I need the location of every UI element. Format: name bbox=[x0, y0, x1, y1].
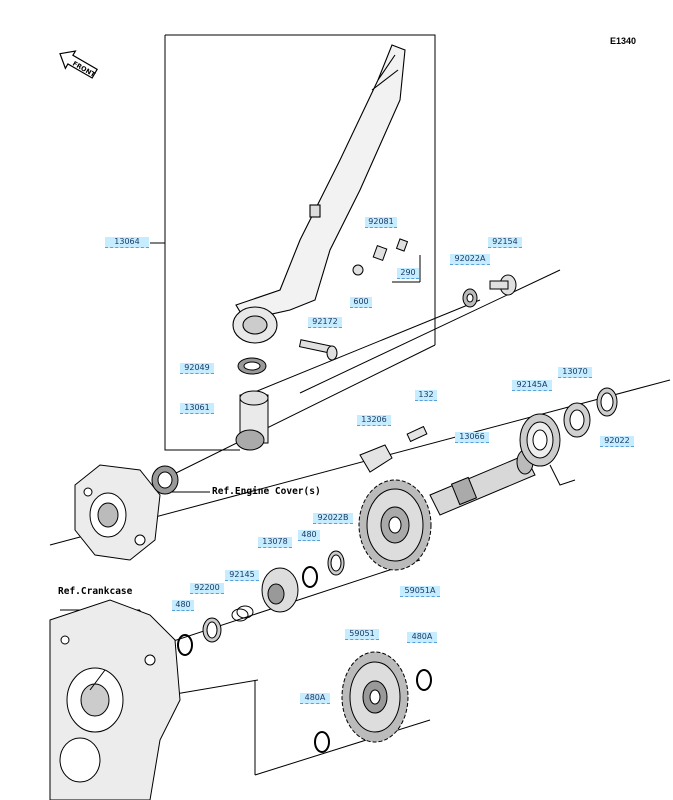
part-label-92145[interactable]: 92145 bbox=[225, 570, 259, 581]
spring-92145 bbox=[231, 605, 254, 622]
part-label-92022B[interactable]: 92022B bbox=[313, 513, 353, 524]
kick-pedal-lever bbox=[232, 44, 406, 344]
group-bracket bbox=[165, 34, 436, 345]
circlip-480 bbox=[302, 566, 318, 588]
ref-engine-cover: Ref.Engine Cover(s) bbox=[212, 486, 321, 497]
part-label-480-lower[interactable]: 480 bbox=[172, 600, 194, 611]
steel-ball bbox=[352, 264, 364, 276]
part-label-59051A[interactable]: 59051A bbox=[400, 586, 440, 597]
crankcase-fragment bbox=[49, 599, 181, 800]
part-label-13066[interactable]: 13066 bbox=[455, 432, 489, 443]
washer-92022B bbox=[327, 550, 345, 576]
bolt-92154 bbox=[489, 274, 517, 296]
part-label-92022A[interactable]: 92022A bbox=[450, 254, 490, 265]
leader-line bbox=[239, 299, 481, 399]
kick-shaft-13061 bbox=[235, 390, 269, 451]
part-label-13206[interactable]: 13206 bbox=[357, 415, 391, 426]
washer-92022 bbox=[596, 387, 618, 417]
washer-92200 bbox=[202, 617, 222, 643]
front-arrow-icon: FRONT bbox=[59, 50, 98, 79]
oil-seal-inner bbox=[243, 361, 261, 371]
part-label-92200[interactable]: 92200 bbox=[190, 583, 224, 594]
leader-line bbox=[299, 269, 561, 394]
part-label-480A-left[interactable]: 480A bbox=[300, 693, 330, 704]
leader-line bbox=[169, 344, 436, 477]
spring-guide-13070 bbox=[563, 402, 591, 438]
guide-13206 bbox=[359, 444, 393, 473]
part-label-132[interactable]: 132 bbox=[415, 390, 437, 401]
spring-92145A bbox=[519, 413, 576, 486]
bolt-132 bbox=[406, 425, 428, 443]
bolt-92172 bbox=[298, 339, 338, 361]
engine-cover-fragment bbox=[74, 464, 179, 561]
washer-inner bbox=[466, 293, 474, 303]
circlip-480-lower bbox=[177, 634, 193, 656]
part-label-480[interactable]: 480 bbox=[298, 530, 320, 541]
leader-line bbox=[254, 719, 431, 776]
part-label-92154[interactable]: 92154 bbox=[488, 237, 522, 248]
part-label-13064[interactable]: 13064 bbox=[105, 237, 149, 248]
detent-spring bbox=[395, 238, 409, 252]
part-label-480A-right[interactable]: 480A bbox=[407, 632, 437, 643]
oil-seal-cover bbox=[151, 465, 179, 495]
part-label-13078[interactable]: 13078 bbox=[258, 537, 292, 548]
kick-shaft-13066 bbox=[429, 449, 536, 516]
circlip-480A-left bbox=[314, 731, 330, 753]
part-label-92049[interactable]: 92049 bbox=[180, 363, 214, 374]
group-bracket-left bbox=[164, 35, 240, 451]
diagram-code: E1340 bbox=[610, 36, 637, 46]
part-label-290[interactable]: 290 bbox=[397, 268, 419, 279]
spring-pin bbox=[372, 245, 388, 261]
part-label-600[interactable]: 600 bbox=[350, 297, 372, 308]
part-label-13070[interactable]: 13070 bbox=[558, 367, 592, 378]
part-label-92022[interactable]: 92022 bbox=[600, 436, 634, 447]
circlip-480A-right bbox=[416, 669, 432, 691]
part-label-92172[interactable]: 92172 bbox=[308, 317, 342, 328]
part-label-92081[interactable]: 92081 bbox=[365, 217, 397, 228]
gear-59051A bbox=[358, 479, 432, 571]
gear-59051 bbox=[341, 651, 409, 743]
part-label-92145A[interactable]: 92145A bbox=[512, 380, 552, 391]
ratchet-13078 bbox=[261, 567, 299, 613]
part-label-59051[interactable]: 59051 bbox=[345, 629, 379, 640]
ref-crankcase: Ref.Crankcase bbox=[58, 586, 133, 597]
part-label-13061[interactable]: 13061 bbox=[180, 403, 214, 414]
